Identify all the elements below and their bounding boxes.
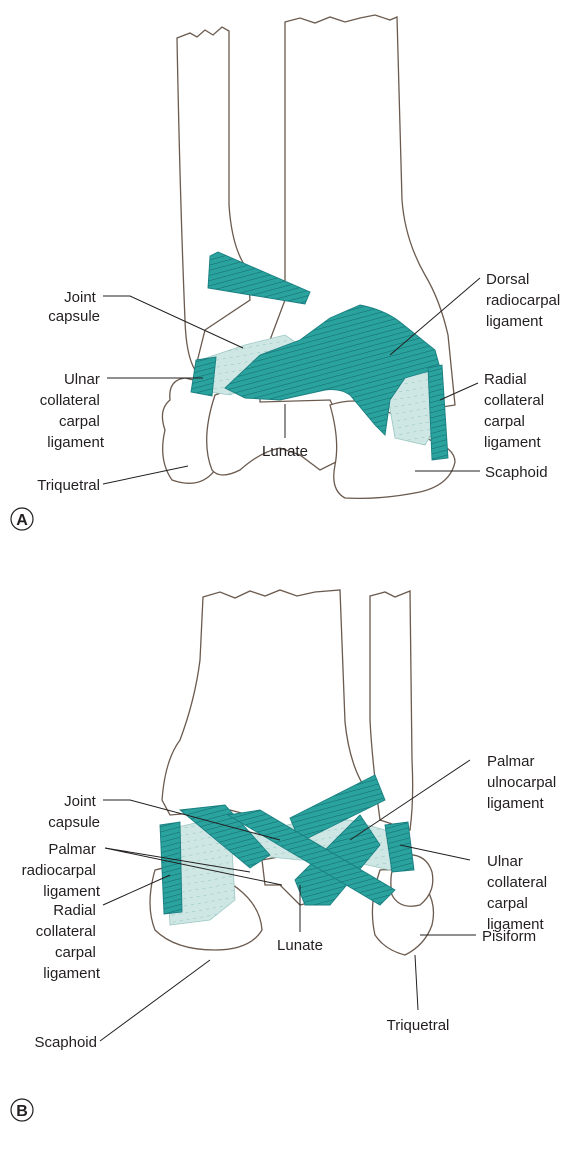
label-palmar-ulnocarpal: Palmar ulnocarpal ligament (487, 753, 560, 812)
label-lunate-a: Lunate (262, 443, 308, 460)
panel-a-letter: A (16, 512, 28, 529)
label-dorsal-radiocarpal: Dorsal radiocarpal ligament (486, 271, 564, 330)
lunate-bone (207, 389, 342, 475)
panel-b: Palmar ulnocarpal ligament Joint capsule… (11, 590, 560, 1121)
panel-a: Joint capsule Ulnar collateral carpal li… (11, 15, 564, 530)
label-radial-collateral-b: Radial collateral carpal ligament (36, 902, 101, 982)
ulna-bone (177, 27, 250, 370)
label-scaphoid-b: Scaphoid (34, 1034, 97, 1051)
label-ulnar-collateral-a: Ulnar collateral carpal ligament (40, 371, 105, 451)
panel-b-letter: B (16, 1103, 28, 1120)
label-lunate-b: Lunate (277, 937, 323, 954)
label-scaphoid-a: Scaphoid (485, 464, 548, 481)
leader-triquetral-b (415, 955, 418, 1010)
leader-scaphoid-b (100, 960, 210, 1041)
label-triquetral-b: Triquetral (387, 1017, 450, 1034)
label-triquetral-a: Triquetral (37, 477, 100, 494)
label-pisiform: Pisiform (482, 928, 536, 945)
label-palmar-radiocarpal: Palmar radiocarpal ligament (22, 841, 101, 900)
radial-collateral-ligament-b (160, 822, 182, 914)
label-joint-capsule-a: Joint capsule (48, 289, 100, 325)
label-radial-collateral-a: Radial collateral carpal ligament (484, 371, 548, 451)
label-ulnar-collateral-b: Ulnar collateral carpal ligament (487, 853, 551, 933)
label-joint-capsule-b: Joint capsule (48, 793, 100, 831)
